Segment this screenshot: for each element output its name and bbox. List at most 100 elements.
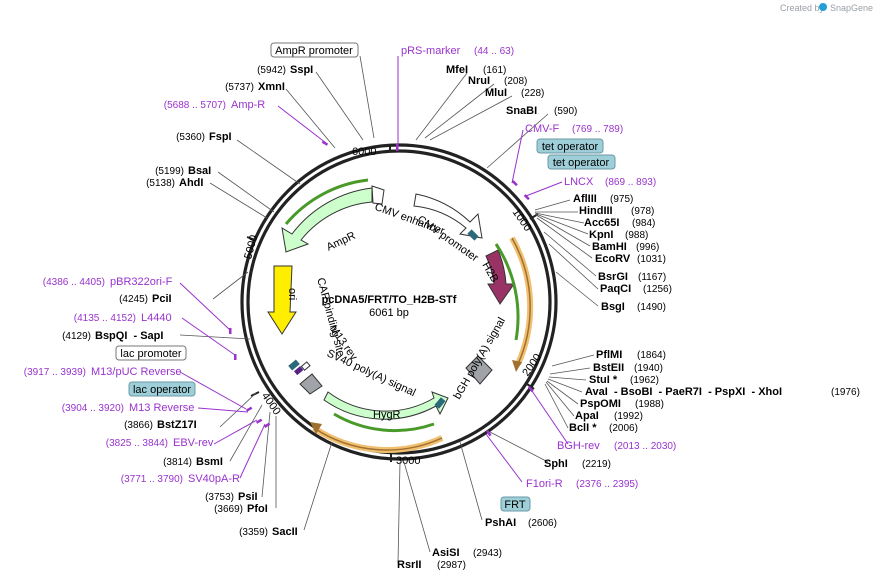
label-bgh-polya: bGH poly(A) signal (451, 316, 508, 402)
svg-text:(5737): (5737) (225, 82, 254, 93)
svg-text:PfoI: PfoI (247, 503, 268, 515)
svg-text:(3753): (3753) (205, 492, 234, 503)
enzyme-label: MfeI (161) (446, 64, 506, 76)
svg-text:(3866): (3866) (124, 420, 153, 431)
enzyme-label: SphI(2219) (544, 458, 611, 470)
enzyme-label: RsrII(2987) (397, 559, 466, 571)
sv40-polya-box (299, 373, 323, 395)
svg-text:PciI: PciI (152, 293, 172, 305)
svg-text:(1031): (1031) (637, 254, 666, 265)
svg-text:L4440: L4440 (141, 312, 172, 324)
svg-text:PshAI: PshAI (485, 517, 516, 529)
lac-operator-label: lac operator (128, 381, 196, 397)
plasmid-size: 6061 bp (369, 307, 409, 319)
svg-text:BstEII: BstEII (593, 362, 624, 374)
svg-text:(5688 .. 5707): (5688 .. 5707) (164, 100, 226, 111)
credit-brand: SnapGene (830, 3, 873, 13)
svg-text:CMV-F: CMV-F (525, 123, 560, 135)
ori-arrow (267, 265, 297, 335)
svg-text:(988): (988) (625, 230, 648, 241)
svg-text:PsiI: PsiI (238, 491, 258, 503)
enzymes-left: (5942)SspI (5737)XmnI (5360)FspI (5199)B… (62, 64, 313, 538)
svg-text:HindIII: HindIII (579, 205, 613, 217)
svg-text:(3917 .. 3939): (3917 .. 3939) (24, 367, 86, 378)
svg-text:BGH-rev: BGH-rev (557, 440, 600, 452)
enzyme-label: AvaI - BsoBI - PaeR7I - PspXI - XhoI(197… (585, 386, 860, 398)
svg-text:ApaI: ApaI (575, 410, 599, 422)
primer-labels: pRS-marker (44 .. 63) (5688 .. 5707)Amp-R… (24, 45, 677, 490)
svg-text:(3904 .. 3920): (3904 .. 3920) (62, 403, 124, 414)
backbone (240, 143, 558, 461)
svg-text:M13/pUC Reverse: M13/pUC Reverse (91, 366, 181, 378)
svg-text:StuI *: StuI * (589, 374, 618, 386)
credit: Created by SnapGene (780, 3, 873, 13)
tick-3000: 3000 (396, 455, 420, 467)
svg-text:AvaI - BsoBI - PaeR7I - Psp: AvaI - BsoBI - PaeR7I - PspXI - XhoI (585, 386, 782, 398)
frt-label: FRT (500, 496, 531, 512)
svg-text:(1940): (1940) (634, 363, 663, 374)
svg-text:(1864): (1864) (637, 350, 666, 361)
enzyme-label: HindIII (978) (579, 205, 654, 217)
credit-prefix: Created by (780, 3, 825, 13)
enzyme-label: MluI (228) (485, 87, 544, 99)
svg-text:SV40pA-R: SV40pA-R (188, 473, 240, 485)
svg-text:(978): (978) (631, 206, 654, 217)
svg-text:(2606): (2606) (528, 518, 557, 529)
leader-lines (179, 55, 599, 564)
svg-text:MluI: MluI (485, 87, 507, 99)
tick-marks (246, 144, 539, 462)
svg-text:(5138): (5138) (146, 178, 175, 189)
svg-text:(996): (996) (636, 242, 659, 253)
enzyme-label: (5360)FspI (176, 131, 232, 143)
svg-text:SspI: SspI (290, 64, 313, 76)
svg-text:(228): (228) (521, 88, 544, 99)
svg-text:BamHI: BamHI (592, 241, 627, 253)
svg-text:SphI: SphI (544, 458, 568, 470)
svg-text:pBR322ori-F: pBR322ori-F (110, 276, 173, 288)
primer-label: (3917 .. 3939) M13/pUC Reverse (24, 366, 182, 378)
enzyme-label: (3669)PfoI (214, 503, 268, 515)
primer-label: (3771 .. 3790)SV40pA-R (121, 473, 240, 485)
primer-lines (179, 56, 569, 483)
svg-text:EBV-rev: EBV-rev (173, 437, 214, 449)
enzyme-label: Acc65I(984) (584, 217, 655, 229)
hygr-orf (333, 412, 435, 433)
enzyme-label: EcoRV(1031) (595, 253, 666, 265)
svg-text:BsaI: BsaI (188, 165, 211, 177)
svg-text:BsgI: BsgI (601, 301, 625, 313)
plasmid-name: pcDNA5/FRT/TO_H2B-STf (322, 294, 457, 306)
enzyme-label: PshAI (2606) (485, 517, 557, 529)
svg-text:PaqCI: PaqCI (600, 283, 631, 295)
svg-text:(3359): (3359) (239, 527, 268, 538)
svg-text:RsrII: RsrII (397, 559, 421, 571)
svg-text:(1962): (1962) (630, 375, 659, 386)
label-ampr: AmpR (325, 230, 358, 254)
svg-text:(44 .. 63): (44 .. 63) (474, 46, 514, 57)
boxed-labels: AmpR promoter tet operator tet operator … (115, 42, 616, 512)
primer-label: (4386 .. 4405)pBR322ori-F (43, 276, 173, 288)
ampr-arrow (281, 187, 373, 253)
svg-text:(3825 .. 3844): (3825 .. 3844) (106, 438, 168, 449)
primer-label: (4135 .. 4152)L4440 (74, 312, 172, 324)
enzyme-label: (5737)XmnI (225, 81, 285, 93)
svg-text:pRS-marker: pRS-marker (401, 45, 461, 57)
lac-promoter-label: lac promoter (115, 345, 187, 361)
inner-features (267, 178, 534, 453)
label-ori: ori (286, 288, 298, 300)
enzyme-label: (3753) PsiI (205, 491, 257, 503)
svg-text:(4129): (4129) (62, 331, 91, 342)
primer-label: (5688 .. 5707)Amp-R (164, 99, 266, 111)
plasmid-center: pcDNA5/FRT/TO_H2B-STf 6061 bp (322, 294, 457, 319)
primer-label: (3825 .. 3844) EBV-rev (106, 437, 214, 449)
svg-text:Acc65I: Acc65I (584, 217, 619, 229)
enzyme-label: KpnI(988) (589, 229, 648, 241)
tet-operator-label: tet operator (536, 138, 604, 154)
enzyme-label: (5138)AhdI (146, 177, 203, 189)
svg-text:FspI: FspI (209, 131, 232, 143)
primer-label: LNCX(869 .. 893) (564, 176, 656, 188)
svg-text:(161): (161) (483, 65, 506, 76)
svg-text:AmpR promoter: AmpR promoter (275, 45, 353, 57)
svg-text:BstZ17I: BstZ17I (157, 419, 197, 431)
svg-text:MfeI: MfeI (446, 64, 468, 76)
svg-text:(975): (975) (610, 194, 633, 205)
